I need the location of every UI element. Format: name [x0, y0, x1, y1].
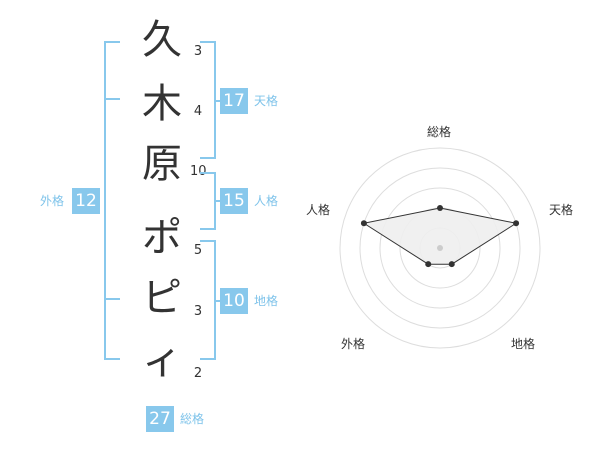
jinkaku-value: 15	[220, 188, 248, 214]
radar-point	[513, 220, 520, 227]
name-char-1: 久	[142, 17, 182, 63]
radar-center-point	[437, 245, 443, 251]
name-char-3: 原	[142, 141, 182, 187]
soukaku-value: 27	[146, 406, 174, 432]
radar-point	[448, 261, 455, 268]
radar-label-jinkaku: 人格	[306, 203, 331, 217]
radar-ring	[339, 147, 541, 349]
tenkaku-label: 天格	[254, 94, 279, 108]
stroke-count-2: 4	[193, 104, 203, 119]
name-char-6: ィ	[142, 337, 182, 383]
chikaku-label: 地格	[254, 294, 279, 308]
gaikaku-bracket	[104, 41, 120, 360]
radar-point	[425, 261, 432, 268]
chikaku-bracket	[200, 240, 216, 360]
tenkaku-bracket-tick	[216, 100, 220, 102]
jinkaku-label: 人格	[254, 194, 279, 208]
stroke-count-3: 10	[190, 164, 207, 179]
stroke-count-4: 5	[193, 243, 203, 258]
name-char-5: ピ	[142, 275, 182, 321]
radar-label-chikaku: 地格	[511, 337, 536, 351]
radar-label-tenkaku: 天格	[549, 203, 574, 217]
radar-ring	[359, 167, 521, 329]
chikaku-bracket-tick	[216, 300, 220, 302]
gaikaku-bracket-tick	[104, 298, 120, 300]
radar-point	[437, 205, 443, 211]
radar-label-gaikaku: 外格	[341, 337, 366, 351]
gaikaku-value: 12	[72, 188, 100, 214]
radar-label-soukaku: 総格	[427, 125, 452, 139]
radar-shape	[362, 207, 518, 265]
radar-rings	[339, 147, 541, 349]
stroke-count-5: 3	[193, 304, 203, 319]
gaikaku-label: 外格	[40, 194, 65, 208]
name-char-2: 木	[142, 81, 182, 127]
stroke-count-6: 2	[193, 366, 203, 381]
radar-ring	[379, 187, 501, 309]
tenkaku-bracket	[200, 41, 216, 159]
radar-points	[360, 205, 520, 268]
name-char-4: ポ	[142, 215, 182, 261]
soukaku-label: 総格	[180, 412, 205, 426]
gaikaku-bracket-tick	[104, 98, 120, 100]
stroke-count-1: 3	[193, 44, 203, 59]
jinkaku-bracket	[200, 172, 216, 230]
chikaku-value: 10	[220, 288, 248, 314]
tenkaku-value: 17	[220, 88, 248, 114]
radar-point	[360, 220, 367, 227]
jinkaku-bracket-tick	[216, 200, 220, 202]
